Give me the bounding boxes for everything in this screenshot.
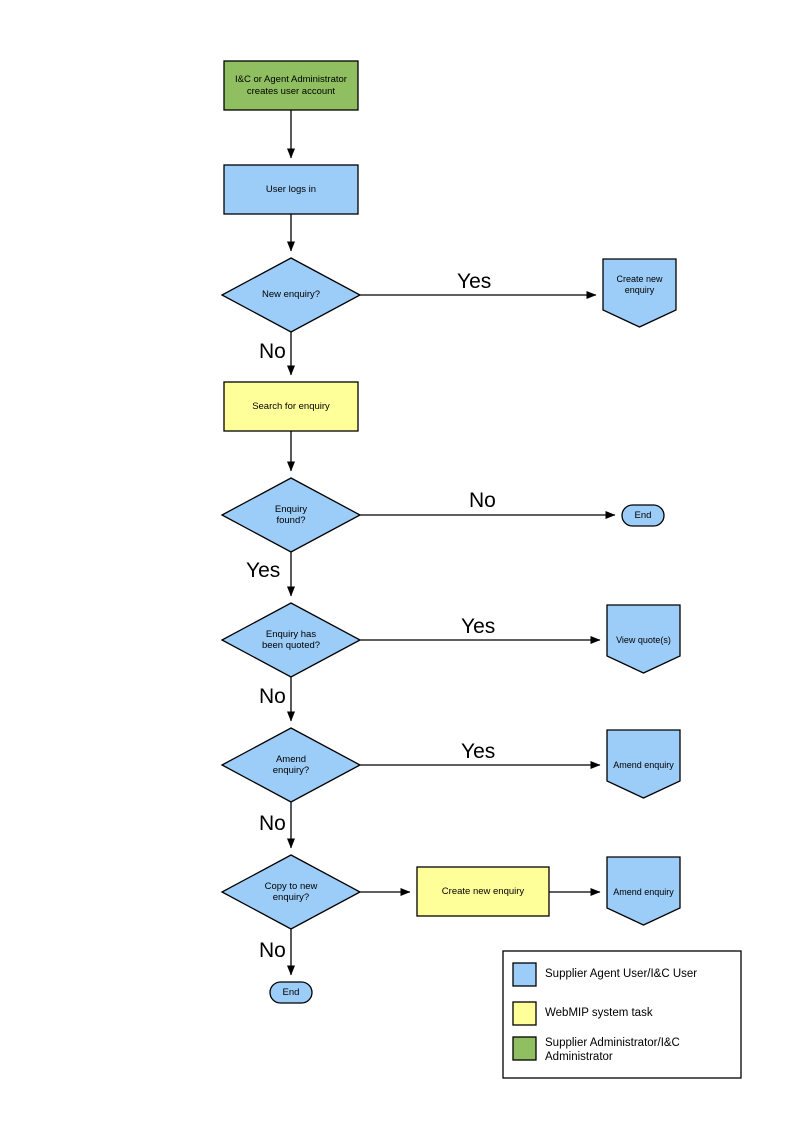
shape-end-final — [269, 981, 313, 1004]
shape-user-logs-in — [223, 164, 359, 215]
legend-swatch-supplier-administrator — [512, 1036, 537, 1061]
legend-label-supplier-agent-user: Supplier Agent User/I&C User — [545, 968, 698, 980]
shape-enquiry-found — [220, 477, 362, 553]
shape-amend-enquiry-decision — [220, 727, 362, 803]
shape-view-quotes — [606, 604, 681, 674]
legend-frame — [502, 950, 742, 1079]
shape-new-enquiry — [220, 257, 362, 333]
legend-swatch-webmip-system-task — [512, 1001, 537, 1026]
shape-copy-to-new-enquiry — [220, 854, 362, 930]
shape-amend-enquiry-action — [606, 729, 681, 799]
legend-label-supplier-administrator: Supplier Administrator/I&C Administrator — [545, 1037, 680, 1064]
shape-admin-creates-account — [223, 60, 359, 111]
shape-create-new-enquiry-bottom — [416, 866, 550, 917]
shape-search-for-enquiry — [223, 381, 359, 432]
shape-amend-enquiry-copy — [606, 856, 681, 926]
legend-swatch-supplier-agent-user — [512, 962, 537, 987]
legend-label-webmip-system-task: WebMIP system task — [545, 1007, 653, 1019]
shape-end-not-found — [621, 504, 665, 527]
shape-enquiry-quoted — [220, 602, 362, 678]
shape-create-new-enquiry-top — [602, 258, 677, 328]
